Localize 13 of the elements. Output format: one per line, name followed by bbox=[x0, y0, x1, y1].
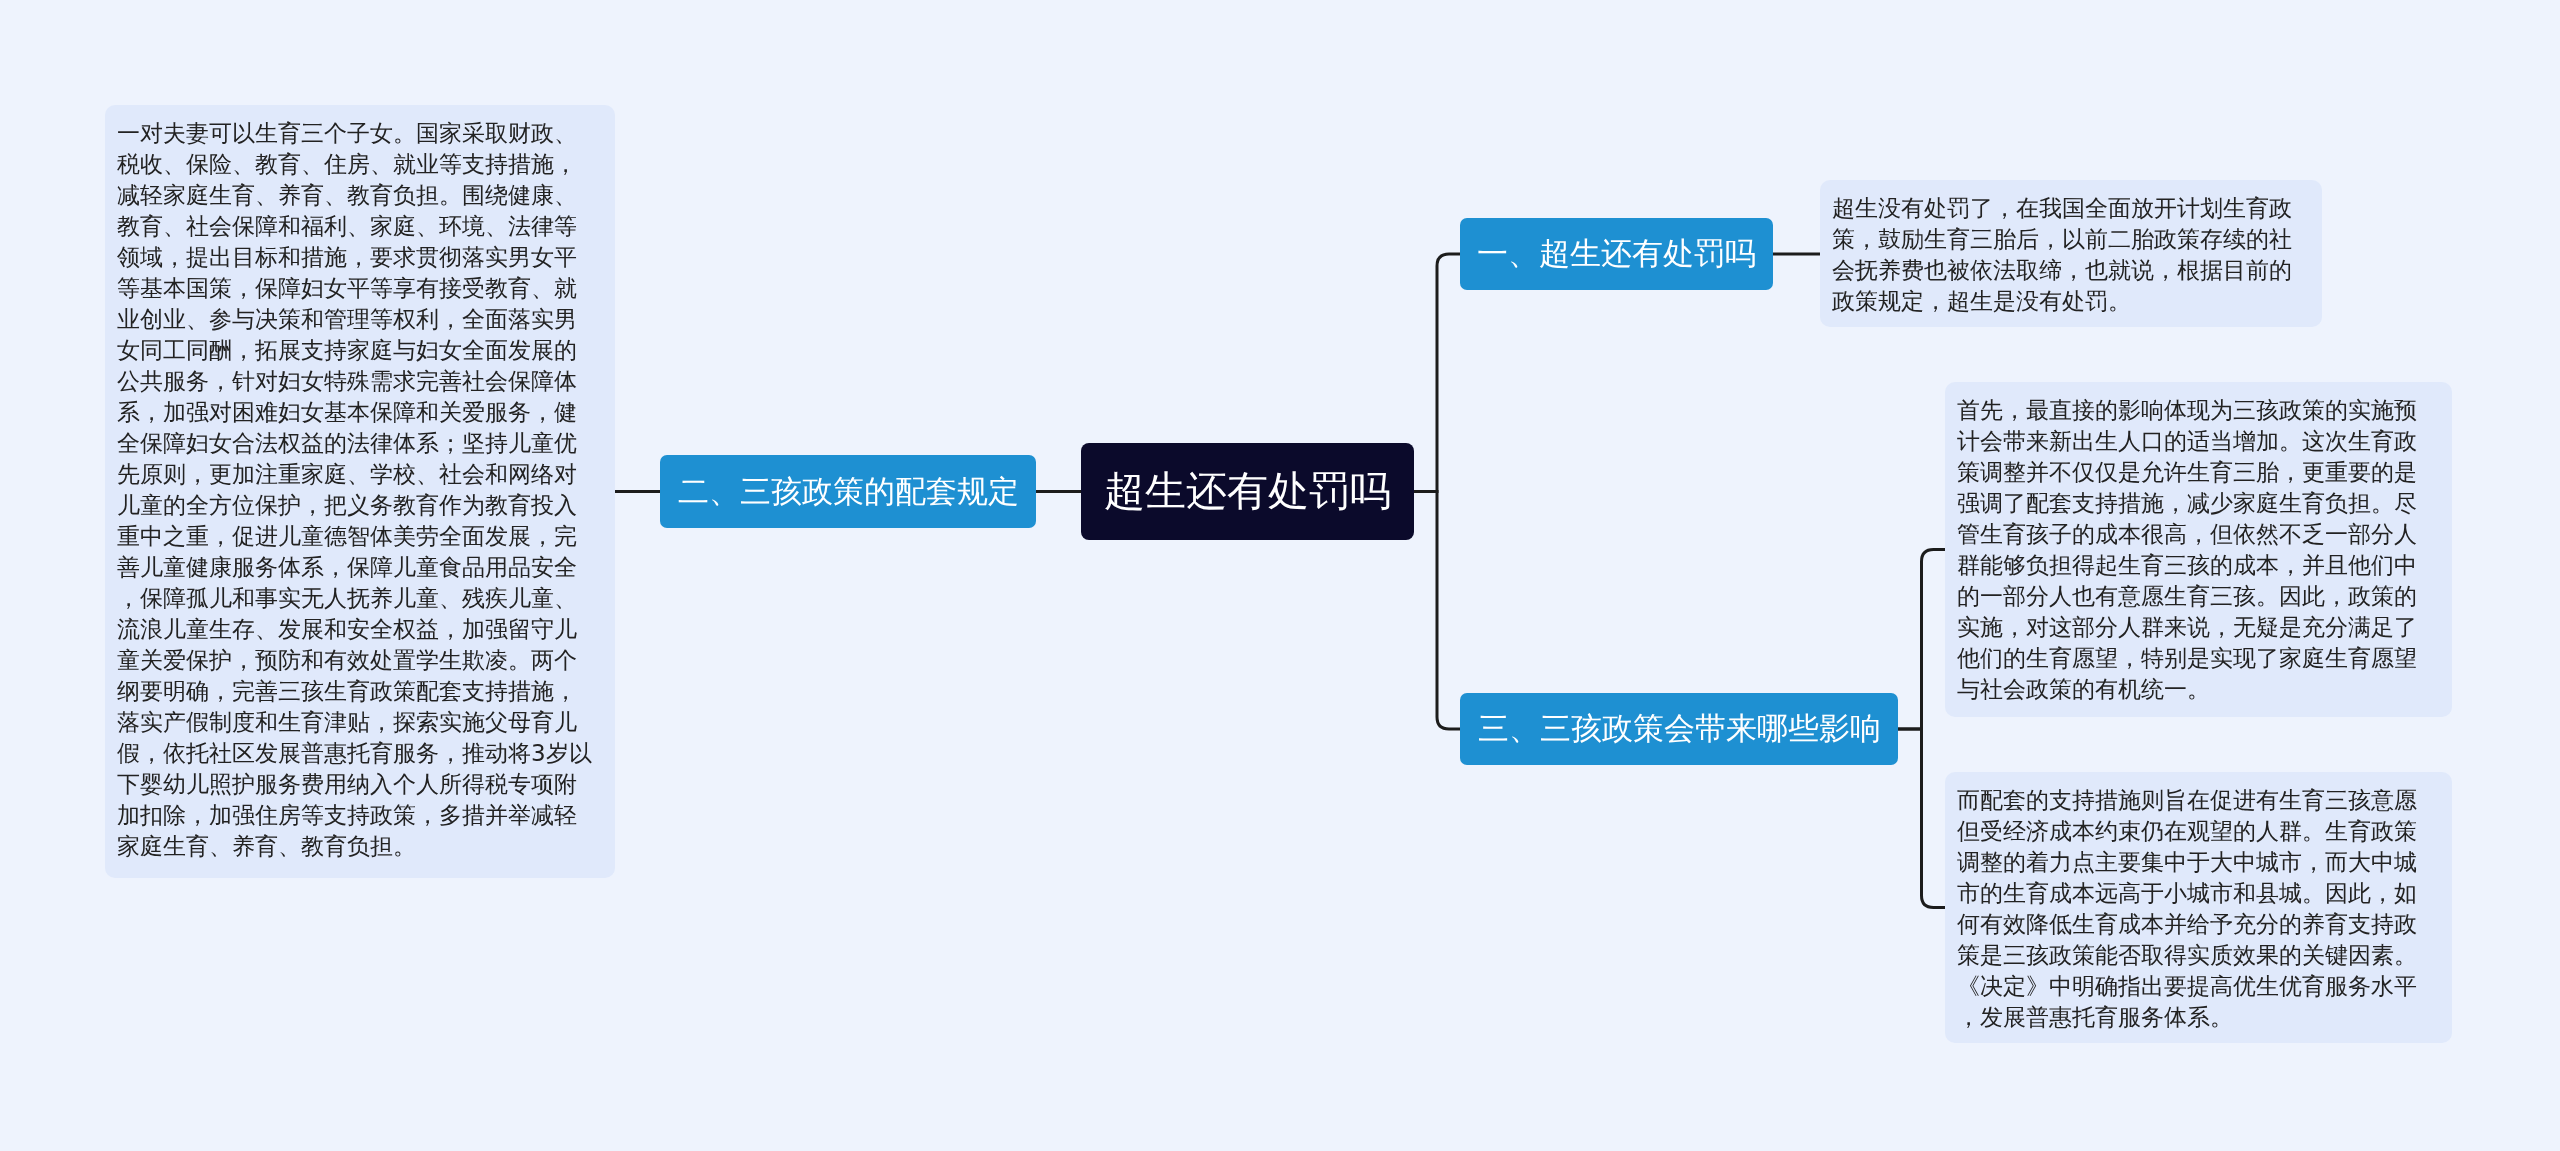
connector-line bbox=[1898, 727, 1945, 909]
topic-box: 二、三孩政策的配套规定 bbox=[660, 455, 1036, 528]
topic-box: 三、三孩政策会带来哪些影响 bbox=[1460, 693, 1898, 765]
text-card: 首先，最直接的影响体现为三孩政策的实施预计会带来新出生人口的适当增加。这次生育政策调整并不仅仅是允许生育三胎，更重要的是强调了配套支持措施，减少家庭生育负担。尽管生育孩子的成本很高，但依然不乏一部分人群能够负担得起生育三孩的成本，并且他们中的一部分人也有意愿生育三孩。因此，政策的实施，对这部分人群来说，无疑是充分满足了他们的生育愿望，特别是实现了家庭生育愿望与社会政策的有机统一。 bbox=[1945, 382, 2452, 717]
text-card: 超生没有处罚了，在我国全面放开计划生育政策，鼓励生育三胎后，以前二胎政策存续的社会抚养费也被依法取缔，也就说，根据目前的政策规定，超生是没有处罚。 bbox=[1820, 180, 2322, 327]
connector-line bbox=[1773, 252, 1820, 256]
connector-line bbox=[615, 490, 660, 493]
connector-line bbox=[1036, 490, 1081, 493]
connector-line bbox=[1414, 490, 1460, 731]
topic-box: 一、超生还有处罚吗 bbox=[1460, 218, 1773, 290]
text-card: 而配套的支持措施则旨在促进有生育三孩意愿但受经济成本约束仍在观望的人群。生育政策调整的着力点主要集中于大中城市，而大中城市的生育成本远高于小城市和县城。因此，如何有效降低生育成本并给予充分的养育支持政策是三孩政策能否取得实质效果的关键因素。《决定》中明确指出要提高优生优育服务水平，发展普惠托育服务体系。 bbox=[1945, 772, 2452, 1043]
text-card: 一对夫妻可以生育三个子女。国家采取财政、税收、保险、教育、住房、就业等支持措施，减轻家庭生育、养育、教育负担。围绕健康、教育、社会保障和福利、家庭、环境、法律等领域，提出目标和措施，要求贯彻落实男女平等基本国策，保障妇女平等享有接受教育、就业创业、参与决策和管理等权利，全面落实男女同工同酬，拓展支持家庭与妇女全面发展的公共服务，针对妇女特殊需求完善社会保障体系，加强对困难妇女基本保障和关爱服务，健全保障妇女合法权益的法律体系；坚持儿童优先原则，更加注重家庭、学校、社会和网络对儿童的全方位保护，把义务教育作为教育投入重中之重，促进儿童德智体美劳全面发展，完善儿童健康服务体系，保障儿童食品用品安全，保障孤儿和事实无人抚养儿童、残疾儿童、流浪儿童生存、发展和安全权益，加强留守儿童关爱保护，预防和有效处置学生欺凌。两个纲要明确，完善三孩生育政策配套支持措施，落实产假制度和生育津贴，探索实施父母育儿假，依托社区发展普惠托育服务，推动将3岁以下婴幼儿照护服务费用纳入个人所得税专项附加扣除，加强住房等支持政策，多措并举减轻家庭生育、养育、教育负担。 bbox=[105, 105, 615, 878]
central-topic-box: 超生还有处罚吗 bbox=[1081, 443, 1414, 540]
